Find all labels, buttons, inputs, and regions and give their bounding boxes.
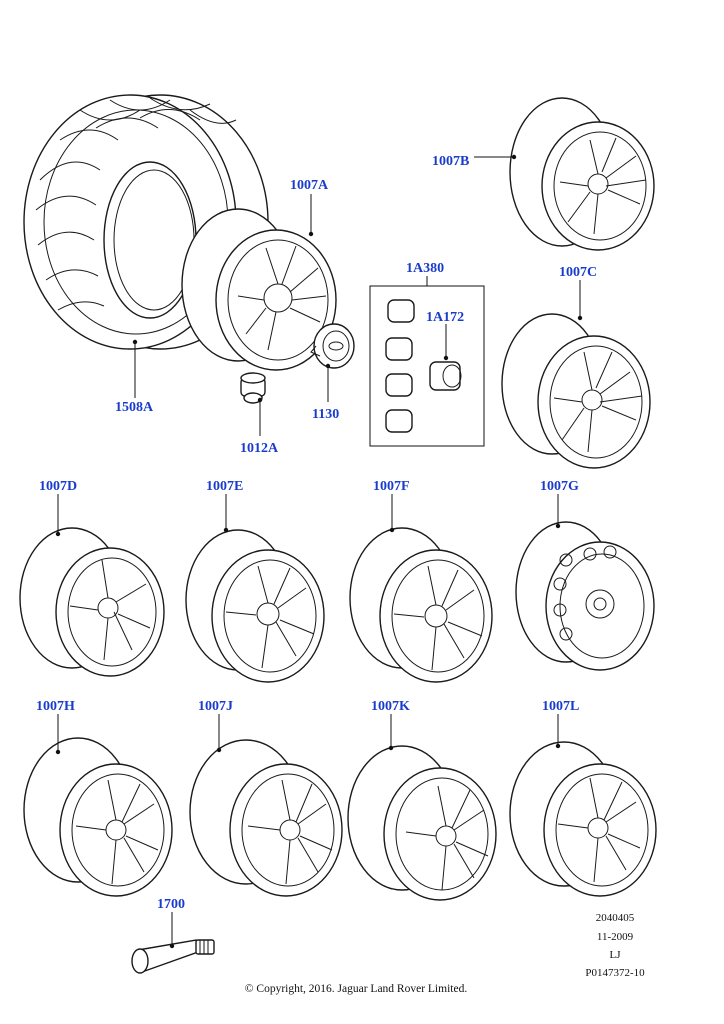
reference-line-2: 11-2009 xyxy=(597,931,634,943)
label-wheel-j: 1007J xyxy=(198,699,233,714)
label-wheel-l: 1007L xyxy=(542,699,579,714)
callout-wheel-c: 1007C xyxy=(559,265,597,321)
callout-wheel-g: 1007G xyxy=(540,479,579,529)
wheel-g-illustration xyxy=(515,521,655,671)
label-wheel-h: 1007H xyxy=(36,699,75,714)
reference-line-3: LJ xyxy=(610,949,622,961)
label-valve: 1700 xyxy=(157,897,185,912)
wheel-f-illustration xyxy=(349,527,493,683)
callout-centre-cap: 1130 xyxy=(312,363,339,422)
label-centre-cap: 1130 xyxy=(312,407,339,422)
callout-locking-nut: 1A172 xyxy=(426,310,464,361)
label-nut-set: 1A380 xyxy=(406,261,444,276)
nut-set-items xyxy=(385,299,462,433)
callout-wheel-d: 1007D xyxy=(39,479,77,537)
centre-cap-illustration xyxy=(310,323,355,369)
wheel-l-illustration xyxy=(509,741,657,897)
reference-line-4: P0147372-10 xyxy=(585,967,645,979)
copyright-notice: © Copyright, 2016. Jaguar Land Rover Lim… xyxy=(245,983,468,995)
callout-wheel-j: 1007J xyxy=(198,699,233,753)
callout-wheel-l: 1007L xyxy=(542,699,579,749)
label-nut: 1012A xyxy=(240,441,279,456)
callout-wheel-b: 1007B xyxy=(432,154,517,169)
wheel-k-illustration xyxy=(347,745,497,901)
wheel-nut-illustration xyxy=(240,372,266,404)
label-wheel-d: 1007D xyxy=(39,479,77,494)
wheel-e-illustration xyxy=(185,529,325,683)
callout-nut: 1012A xyxy=(240,397,279,456)
reference-line-1: 2040405 xyxy=(596,912,635,924)
callout-wheel-k: 1007K xyxy=(371,699,410,751)
wheel-h-illustration xyxy=(23,737,173,897)
valve-illustration xyxy=(131,939,215,974)
callout-nut-set: 1A380 xyxy=(406,261,444,286)
wheel-b-illustration xyxy=(509,97,655,251)
wheel-j-illustration xyxy=(189,739,343,897)
callout-wheel-a: 1007A xyxy=(290,178,329,237)
callout-tyre: 1508A xyxy=(115,339,154,415)
callout-valve: 1700 xyxy=(157,897,185,949)
drawing-reference: 2040405 11-2009 LJ P0147372-10 xyxy=(585,912,645,979)
callout-wheel-e: 1007E xyxy=(206,479,243,533)
label-tyre: 1508A xyxy=(115,400,154,415)
wheel-a-illustration xyxy=(181,208,337,371)
callout-wheel-f: 1007F xyxy=(373,479,410,533)
label-wheel-k: 1007K xyxy=(371,699,410,714)
label-wheel-f: 1007F xyxy=(373,479,410,494)
label-locking-nut: 1A172 xyxy=(426,310,464,325)
label-wheel-b: 1007B xyxy=(432,154,469,169)
callout-wheel-h: 1007H xyxy=(36,699,75,755)
label-wheel-c: 1007C xyxy=(559,265,597,280)
label-wheel-a: 1007A xyxy=(290,178,329,193)
label-wheel-g: 1007G xyxy=(540,479,579,494)
wheel-d-illustration xyxy=(19,527,165,677)
wheel-c-illustration xyxy=(501,313,651,469)
label-wheel-e: 1007E xyxy=(206,479,243,494)
